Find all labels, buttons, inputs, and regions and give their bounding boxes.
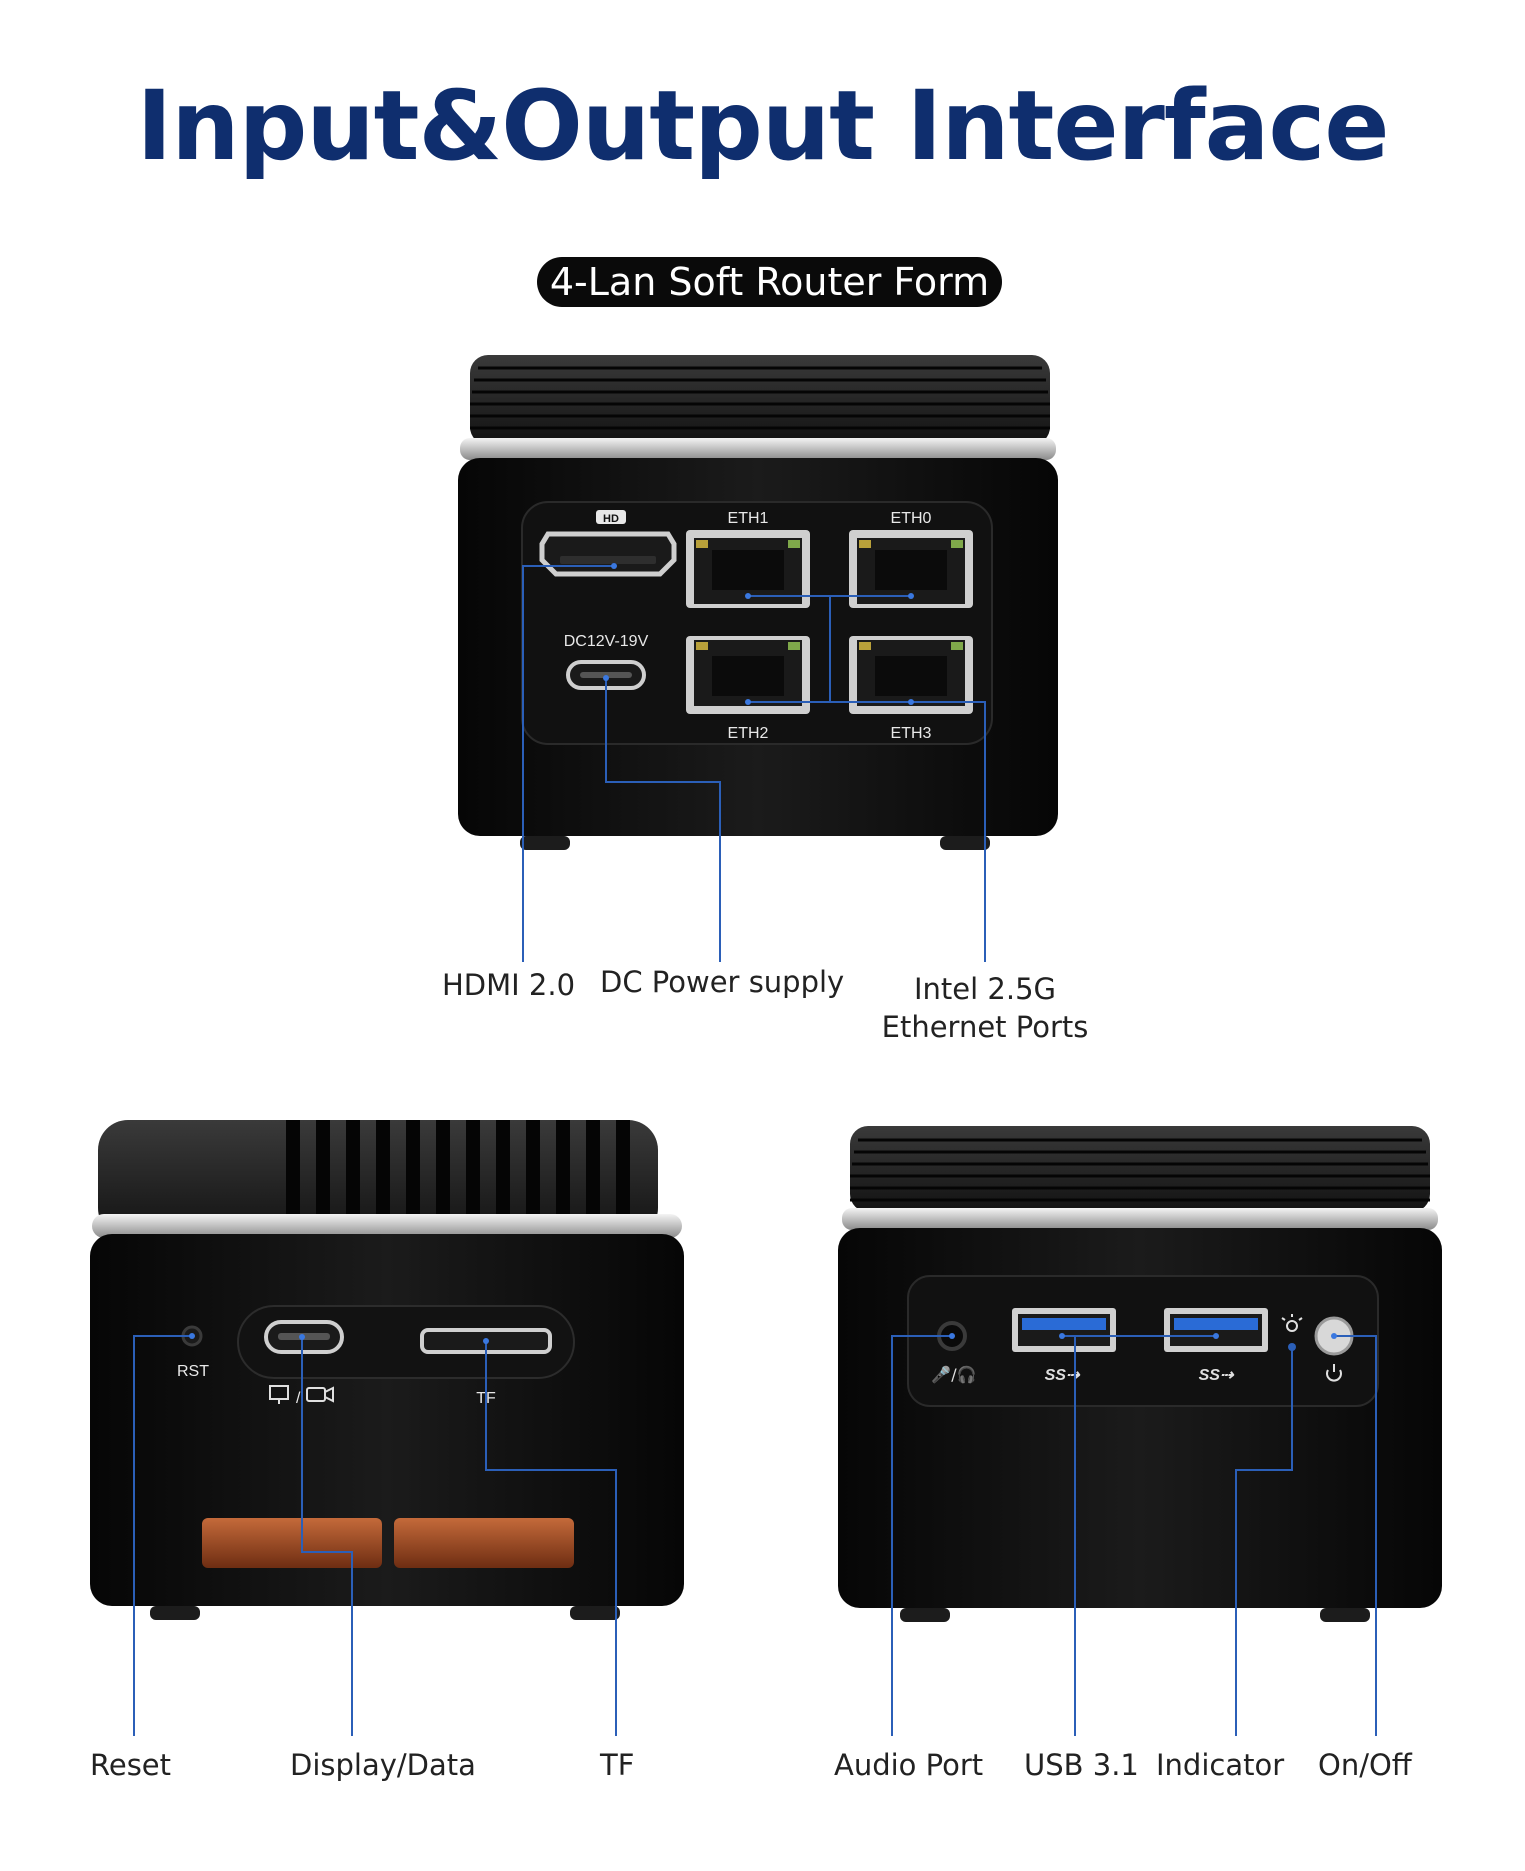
top-heatsink — [470, 355, 1050, 445]
ethernet-port-eth2[interactable] — [686, 636, 810, 714]
rst-label: RST — [177, 1363, 209, 1380]
svg-text:/: / — [296, 1390, 301, 1407]
hd-logo-icon — [596, 510, 626, 524]
ethernet-leader-line — [748, 701, 986, 962]
callout-ethernet: Intel 2.5G Ethernet Ports — [880, 972, 1090, 1044]
usb-port-1[interactable] — [1012, 1308, 1116, 1352]
form-badge: 4-Lan Soft Router Form — [537, 257, 1002, 307]
page-title: Input&Output Interface — [136, 70, 1390, 182]
callout-audio: Audio Port — [834, 1748, 984, 1782]
eth2-label: ETH2 — [728, 725, 769, 742]
right-top-heatsink — [850, 1126, 1430, 1212]
eth1-label: ETH1 — [728, 510, 769, 527]
hdmi-port[interactable] — [539, 531, 677, 577]
callout-reset: Reset — [90, 1748, 172, 1782]
tf-leader-line — [485, 1341, 617, 1736]
usb-ss-icon: SS⇢ — [1045, 1367, 1081, 1384]
callout-ethernet-line1: Intel 2.5G — [913, 972, 1056, 1006]
router-side-view-left: RST / TF — [90, 1120, 684, 1736]
usb-port-2[interactable] — [1164, 1308, 1268, 1352]
callout-indicator: Indicator — [1156, 1748, 1285, 1782]
display-icon — [269, 1385, 289, 1404]
left-vent-grille — [202, 1518, 574, 1568]
eth0-label: ETH0 — [891, 510, 932, 527]
callout-tf: TF — [600, 1748, 635, 1782]
reset-leader-line — [133, 1335, 192, 1736]
callout-display-data: Display/Data — [290, 1748, 476, 1782]
audio-leader-line — [891, 1335, 952, 1736]
callout-onoff: On/Off — [1318, 1748, 1412, 1782]
usb-ss-icon: SS⇢ — [1199, 1367, 1235, 1384]
hdmi-leader-line — [522, 565, 614, 962]
router-front-view-right: 🎤/🎧 SS⇢ SS⇢ — [838, 1126, 1442, 1736]
callout-dc-power: DC Power supply — [600, 965, 845, 999]
ethernet-port-eth1[interactable] — [686, 530, 810, 608]
callout-usb: USB 3.1 — [1024, 1748, 1139, 1782]
microphone-headphone-icon: 🎤/🎧 — [931, 1365, 976, 1384]
ethernet-port-eth3[interactable] — [849, 636, 973, 714]
front-port-panel — [907, 1275, 1379, 1407]
power-leader-line — [1334, 1335, 1377, 1736]
indicator-leader-line — [1235, 1347, 1293, 1736]
display-data-leader-line — [301, 1337, 353, 1736]
router-rear-view: HD DC12V-19V ETH1 ETH0 ETH2 ETH3 — [458, 355, 1058, 962]
power-icon — [1326, 1364, 1342, 1382]
callout-ethernet-line2: Ethernet Ports — [881, 1010, 1089, 1044]
camera-icon — [306, 1386, 334, 1403]
left-device-body — [90, 1234, 684, 1606]
top-rim — [460, 438, 1056, 460]
hd-logo-text: HD — [603, 513, 619, 525]
dc-leader-line — [605, 678, 721, 962]
led-icon — [1281, 1314, 1303, 1332]
eth3-label: ETH3 — [891, 725, 932, 742]
dc-voltage-label: DC12V-19V — [564, 633, 649, 650]
callout-hdmi: HDMI 2.0 — [442, 968, 576, 1002]
